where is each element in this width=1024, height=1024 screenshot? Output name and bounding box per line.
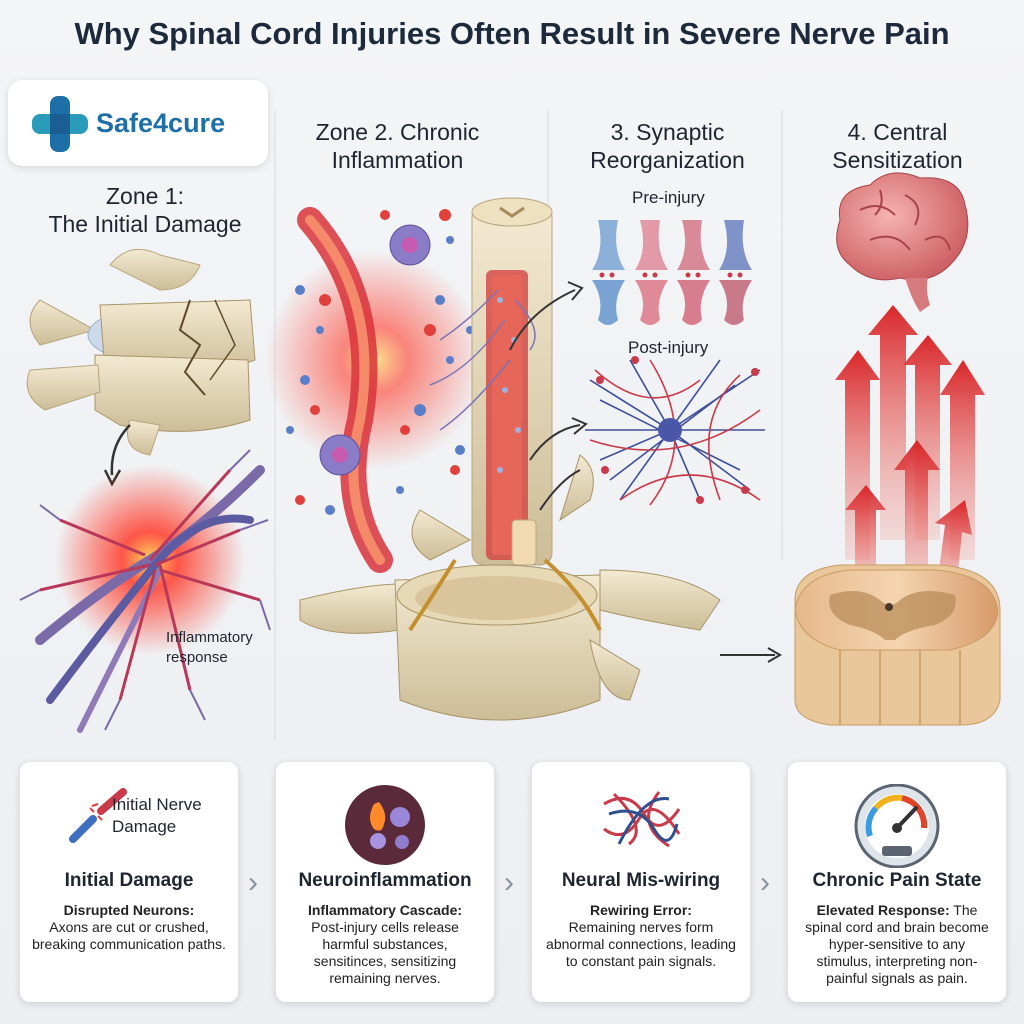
separator-chevron-3: › [760,866,770,899]
zone-1-title-line2: The Initial Damage [48,211,242,237]
card-neuroinflammation: Neuroinflammation Inflammatory Cascade:P… [276,762,494,1002]
damaged-nerve [19,449,271,733]
card-3-lead: Rewiring Error: [590,902,692,918]
zone-4-title-line1: 4. Central [847,119,948,145]
card-4-lead: Elevated Response: [816,902,950,918]
separator-chevron-2: › [504,866,514,899]
zone-1-title: Zone 1: The Initial Damage [20,182,270,238]
cord-cross-section [794,564,1001,726]
card-3-body: Remaining nerves form abnormal connectio… [546,919,736,969]
inflammation-field [265,207,485,573]
zone-3-title-line2: Reorganization [590,147,745,173]
gauge-icon [854,784,940,868]
zone-2-title: Zone 2. Chronic Inflammation [280,118,515,174]
zone-3-title: 3. Synaptic Reorganization [555,118,780,174]
zone-3-title-line1: 3. Synaptic [610,119,725,145]
card-4-heading: Chronic Pain State [812,870,982,891]
post-injury-label: Post-injury [628,338,709,357]
broken-nerve-icon [69,788,127,843]
card-1-text: Disrupted Neurons:Axons are cut or crush… [32,902,226,953]
zone-1-title-line1: Zone 1: [106,183,184,209]
card-3-text: Rewiring Error:Remaining nerves form abn… [544,902,738,970]
card-3-heading: Neural Mis-wiring [561,870,721,891]
card-1-lead: Disrupted Neurons: [63,902,195,918]
card-initial-damage: Initial Damage Disrupted Neurons:Axons a… [20,762,238,1002]
zone-2-title-line2: Inflammation [331,147,464,173]
card-1-heading: Initial Damage [64,870,194,891]
fractured-vertebra [26,248,256,456]
zone-2-title-line1: Zone 2. Chronic [315,119,480,145]
brand-logo: Safe4cure [8,80,268,166]
immune-cells-icon [345,785,425,865]
post-injury-network [585,356,765,506]
inflammatory-label-line2: response [166,649,228,666]
card-1-icon-label-line1: Initial Nerve [112,795,202,814]
vertebra-base [299,454,721,721]
card-2-lead: Inflammatory Cascade: [307,902,463,918]
brain [836,172,969,312]
card-4-body: The spinal cord and brain become hyper-s… [805,902,989,986]
inflammatory-label-line1: Inflammatory [166,629,253,646]
brand-name: Safe4cure [96,108,226,138]
card-2-text: Inflammatory Cascade:Post-injury cells r… [288,902,482,987]
pre-injury-label: Pre-injury [632,188,705,207]
cross-logo-icon [32,96,88,152]
card-1-icon-label-line2: Damage [112,817,177,836]
illustration [19,110,1001,740]
separator-chevron-1: › [248,866,258,899]
inflammatory-response-label: Inflammatory response [166,628,253,668]
card-2-heading: Neuroinflammation [298,870,472,891]
card-2-body: Post-injury cells release harmful substa… [311,919,459,986]
pre-injury-synapses [592,220,752,325]
card-1-body: Axons are cut or crushed, breaking commu… [32,919,226,952]
page-title: Why Spinal Cord Injuries Often Result in… [74,16,950,51]
zone-4-title: 4. Central Sensitization [790,118,1005,174]
card-1-icon-label: Initial Nerve Damage [112,794,202,838]
tangled-wires-icon [603,791,681,848]
spinal-column [429,197,553,566]
card-4-text: Elevated Response: The spinal cord and b… [800,902,994,987]
card-neural-miswiring: Neural Mis-wiring Rewiring Error:Remaini… [532,762,750,1002]
card-chronic-pain: Chronic Pain State Elevated Response: Th… [788,762,1006,1002]
zone-4-title-line2: Sensitization [832,147,963,173]
pain-signal-arrows [835,305,985,602]
